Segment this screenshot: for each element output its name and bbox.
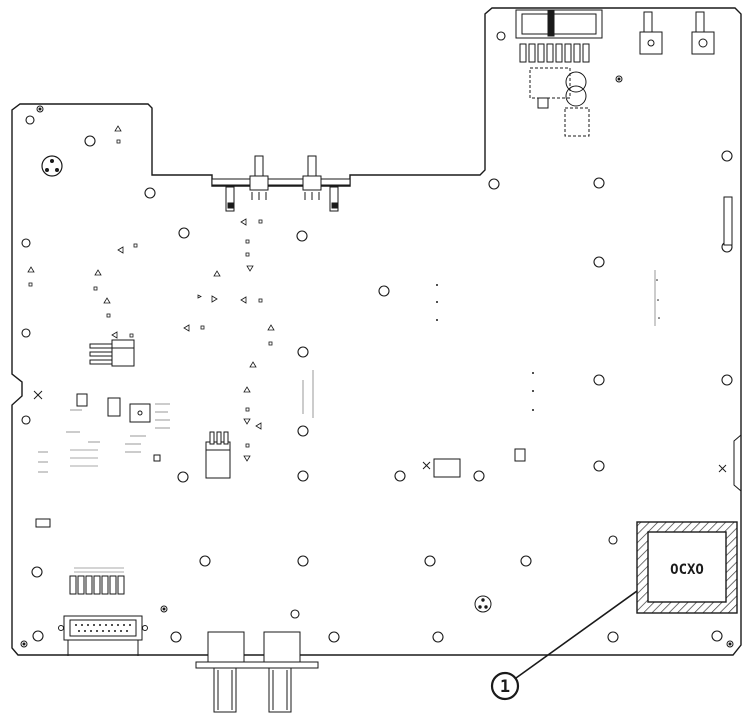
ocxo-label: OCXO — [670, 562, 704, 578]
bottom-round-component — [474, 595, 492, 613]
bnc-connectors — [195, 631, 319, 713]
callout-1: 1 — [490, 590, 638, 701]
top-center-connectors — [211, 155, 351, 212]
fiducial-crosses — [33, 390, 727, 473]
via-dots — [436, 279, 660, 411]
callout-circle — [490, 671, 520, 701]
mounting-holes — [21, 31, 733, 643]
component-reference-marks — [38, 270, 656, 573]
left-ic-cluster — [35, 393, 161, 528]
small-pads — [28, 139, 273, 448]
top-right-connectors — [515, 9, 715, 137]
right-vertical-connector — [723, 196, 733, 246]
center-regulator — [205, 431, 231, 479]
ocxo-component: OCXO — [636, 521, 738, 614]
callout-number: 1 — [500, 677, 510, 697]
screw-holes — [20, 75, 734, 648]
left-regulator — [89, 339, 135, 367]
component-markers — [27, 125, 275, 462]
dsub-connector — [58, 615, 148, 656]
right-edge-notch — [733, 434, 742, 492]
round-component-topleft — [41, 155, 63, 177]
board-outline — [11, 7, 742, 656]
center-component — [433, 448, 526, 478]
resistor-array — [69, 575, 125, 595]
